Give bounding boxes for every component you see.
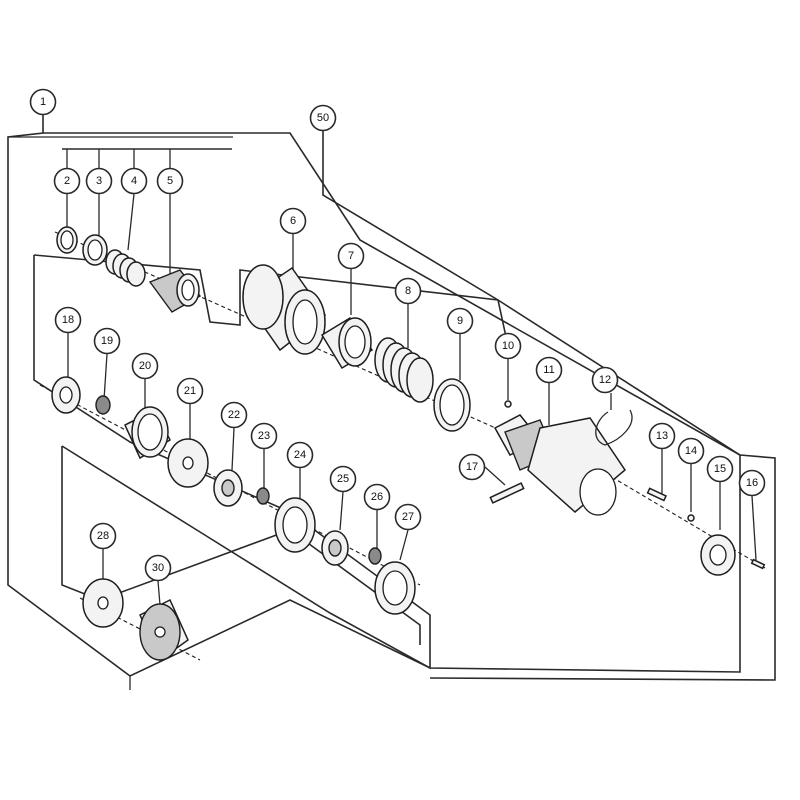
svg-text:12: 12 — [599, 374, 611, 386]
svg-text:8: 8 — [405, 285, 411, 297]
part-carrier-18 — [51, 376, 81, 414]
svg-text:16: 16 — [746, 477, 758, 489]
callout-22: 22 — [220, 401, 248, 429]
callout-3: 3 — [85, 167, 113, 195]
part-pin-16 — [750, 558, 766, 570]
callout-27: 27 — [394, 503, 422, 531]
callout-18: 18 — [54, 306, 82, 334]
callout-26: 26 — [363, 483, 391, 511]
part-washer-3 — [82, 234, 108, 266]
callout-6: 6 — [279, 207, 307, 235]
part-ring-gear-27 — [374, 561, 416, 615]
part-change-ring-6 — [242, 264, 327, 355]
svg-text:23: 23 — [258, 430, 270, 442]
svg-text:18: 18 — [62, 314, 74, 326]
part-sleeve-5 — [148, 269, 202, 313]
svg-text:19: 19 — [101, 335, 113, 347]
frame-assembly-1 — [7, 115, 741, 677]
svg-text:2: 2 — [64, 175, 70, 187]
svg-text:20: 20 — [139, 360, 151, 372]
part-pin-17 — [489, 482, 525, 504]
svg-text:25: 25 — [337, 473, 349, 485]
part-stopper-15 — [700, 534, 736, 576]
part-spring-4 — [105, 249, 146, 287]
svg-text:26: 26 — [371, 491, 383, 503]
callout-14: 14 — [677, 437, 705, 465]
svg-text:10: 10 — [502, 340, 514, 352]
callout-12: 12 — [591, 366, 619, 394]
part-ball-14 — [687, 514, 695, 522]
part-needle-23 — [256, 487, 270, 505]
svg-text:6: 6 — [290, 215, 296, 227]
callout-8: 8 — [394, 277, 422, 305]
callouts: 1 2 3 4 5 6 7 8 9 10 11 12 13 14 15 16 1… — [29, 88, 766, 582]
callout-23: 23 — [250, 422, 278, 450]
part-cylinder-11 — [493, 414, 626, 516]
svg-text:4: 4 — [131, 175, 137, 187]
callout-7: 7 — [337, 242, 365, 270]
svg-text:27: 27 — [402, 511, 414, 523]
callout-28: 28 — [89, 522, 117, 550]
frame-assembly-50 — [322, 131, 776, 681]
callout-20: 20 — [131, 352, 159, 380]
svg-text:22: 22 — [228, 409, 240, 421]
part-ball-10 — [504, 400, 512, 408]
svg-text:7: 7 — [348, 250, 354, 262]
callout-17: 17 — [458, 453, 486, 481]
svg-text:30: 30 — [152, 562, 164, 574]
svg-text:24: 24 — [294, 449, 306, 461]
svg-text:17: 17 — [466, 461, 478, 473]
callout-21: 21 — [176, 377, 204, 405]
part-carrier-22 — [213, 469, 243, 507]
svg-text:3: 3 — [96, 175, 102, 187]
part-washer-9 — [433, 378, 471, 432]
svg-text:14: 14 — [685, 445, 697, 457]
callout-1: 1 — [29, 88, 57, 116]
callout-50: 50 — [309, 104, 337, 132]
part-ring-gear-24 — [274, 497, 316, 553]
callout-30: 30 — [144, 554, 172, 582]
callout-16: 16 — [738, 469, 766, 497]
part-washer-21 — [167, 438, 209, 488]
svg-text:50: 50 — [317, 112, 329, 124]
callout-25: 25 — [329, 465, 357, 493]
svg-text:13: 13 — [656, 430, 668, 442]
frame-subgroup-clutch-parts — [61, 446, 421, 645]
callout-10: 10 — [494, 332, 522, 360]
svg-text:1: 1 — [40, 96, 46, 108]
callout-15: 15 — [706, 455, 734, 483]
part-spring-8 — [374, 337, 434, 403]
callout-11: 11 — [535, 356, 563, 384]
parts — [51, 226, 766, 662]
part-retaining-ring — [56, 226, 78, 254]
svg-text:5: 5 — [167, 175, 173, 187]
callout-13: 13 — [648, 422, 676, 450]
svg-text:9: 9 — [457, 315, 463, 327]
part-washer-28 — [82, 578, 124, 628]
part-needle-19 — [95, 395, 111, 415]
frame-subgroup-top-parts — [33, 254, 509, 347]
part-ring-spring-12 — [595, 409, 633, 446]
svg-text:11: 11 — [543, 364, 554, 376]
part-ring-20 — [124, 406, 171, 460]
callout-4: 4 — [120, 167, 148, 195]
part-carrier-25 — [321, 530, 349, 566]
callout-9: 9 — [446, 307, 474, 335]
callout-24: 24 — [286, 441, 314, 469]
svg-text:15: 15 — [714, 463, 726, 475]
callout-2: 2 — [53, 167, 81, 195]
part-sleeve-7 — [320, 316, 374, 370]
part-needle-26 — [368, 547, 382, 565]
part-gear-case-30 — [139, 598, 189, 662]
svg-text:28: 28 — [97, 530, 109, 542]
callout-19: 19 — [93, 327, 121, 355]
svg-text:21: 21 — [184, 385, 196, 397]
part-pin-13 — [646, 487, 667, 502]
callout-5: 5 — [156, 167, 184, 195]
